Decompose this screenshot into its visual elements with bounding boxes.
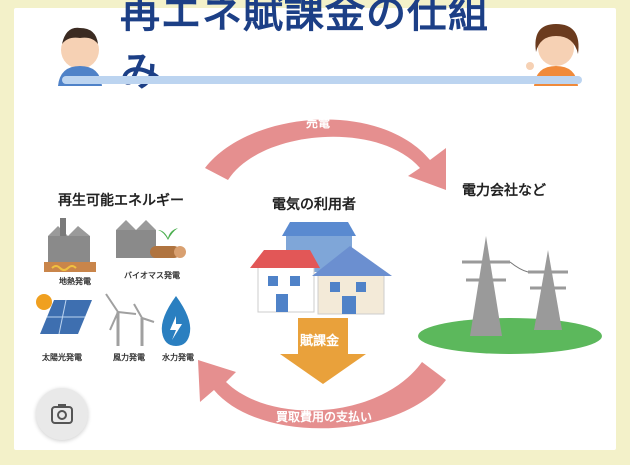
electricity-users-label: 電気の利用者	[266, 192, 362, 216]
hydro-label: 水力発電	[162, 353, 194, 362]
transmission-tower-icon	[418, 236, 602, 354]
wind-label: 風力発電	[113, 353, 145, 362]
levy-label: 賦課金	[300, 334, 340, 349]
water-drop-icon	[161, 296, 191, 346]
sell-electricity-label: 売電	[306, 116, 331, 130]
wind-turbine-icon	[105, 293, 155, 346]
houses-icon	[250, 222, 392, 315]
solar-panel-icon	[36, 294, 92, 335]
power-company-label: 電力会社など	[456, 178, 552, 202]
page-title: 再エネ賦課金の仕組み	[120, 0, 489, 95]
sell-arc-arrow	[205, 119, 446, 190]
levy-arrow	[280, 318, 366, 384]
purchase-payment-label: 買取費用の支払い	[276, 410, 373, 424]
renewable-energy-label: 再生可能エネルギー	[52, 188, 190, 212]
payment-arc-arrow	[198, 360, 446, 429]
solar-label: 太陽光発電	[42, 353, 82, 362]
geothermal-plant-icon	[44, 218, 96, 272]
biomass-label: バイオマス発電	[124, 271, 180, 280]
biomass-plant-icon	[116, 220, 186, 258]
lens-search-icon	[51, 404, 73, 424]
title-underline	[62, 76, 582, 84]
lens-search-button[interactable]	[36, 388, 88, 440]
geothermal-label: 地熱発電	[59, 277, 91, 286]
